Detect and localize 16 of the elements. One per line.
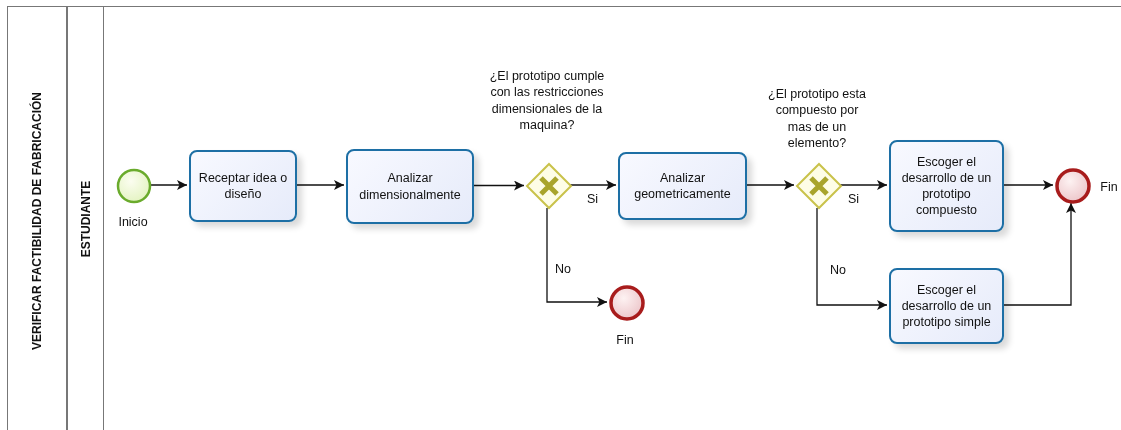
sequence-arrow (839, 180, 888, 190)
lane-title: ESTUDIANTE (78, 180, 93, 258)
task-box: Escoger el desarrollo de un prototipo simple (889, 268, 1004, 344)
event-label: Inicio (117, 214, 149, 231)
sequence-arrow (816, 207, 888, 310)
sequence-arrow (569, 180, 617, 190)
task-box: Analizar geometricamente (618, 152, 747, 220)
event-label: Fin (1099, 179, 1119, 196)
gateway-question: ¿El prototipo cumple con las restricciones dimensionales de la maquina? (488, 68, 606, 133)
gateway-question: ¿El prototipo esta compuesto por mas de un elemento? (767, 86, 867, 151)
sequence-arrow (546, 207, 608, 307)
task-box: Analizar dimensionalmente (346, 149, 474, 224)
pool-title: VERIFICAR FACTIBILIDAD DE FABRICACIÓN (30, 92, 44, 350)
task-box: Escoger el desarrollo de un prototipo compuesto (889, 140, 1004, 232)
task-box: Receptar idea o diseño (189, 150, 297, 222)
event-label: Fin (615, 332, 635, 349)
